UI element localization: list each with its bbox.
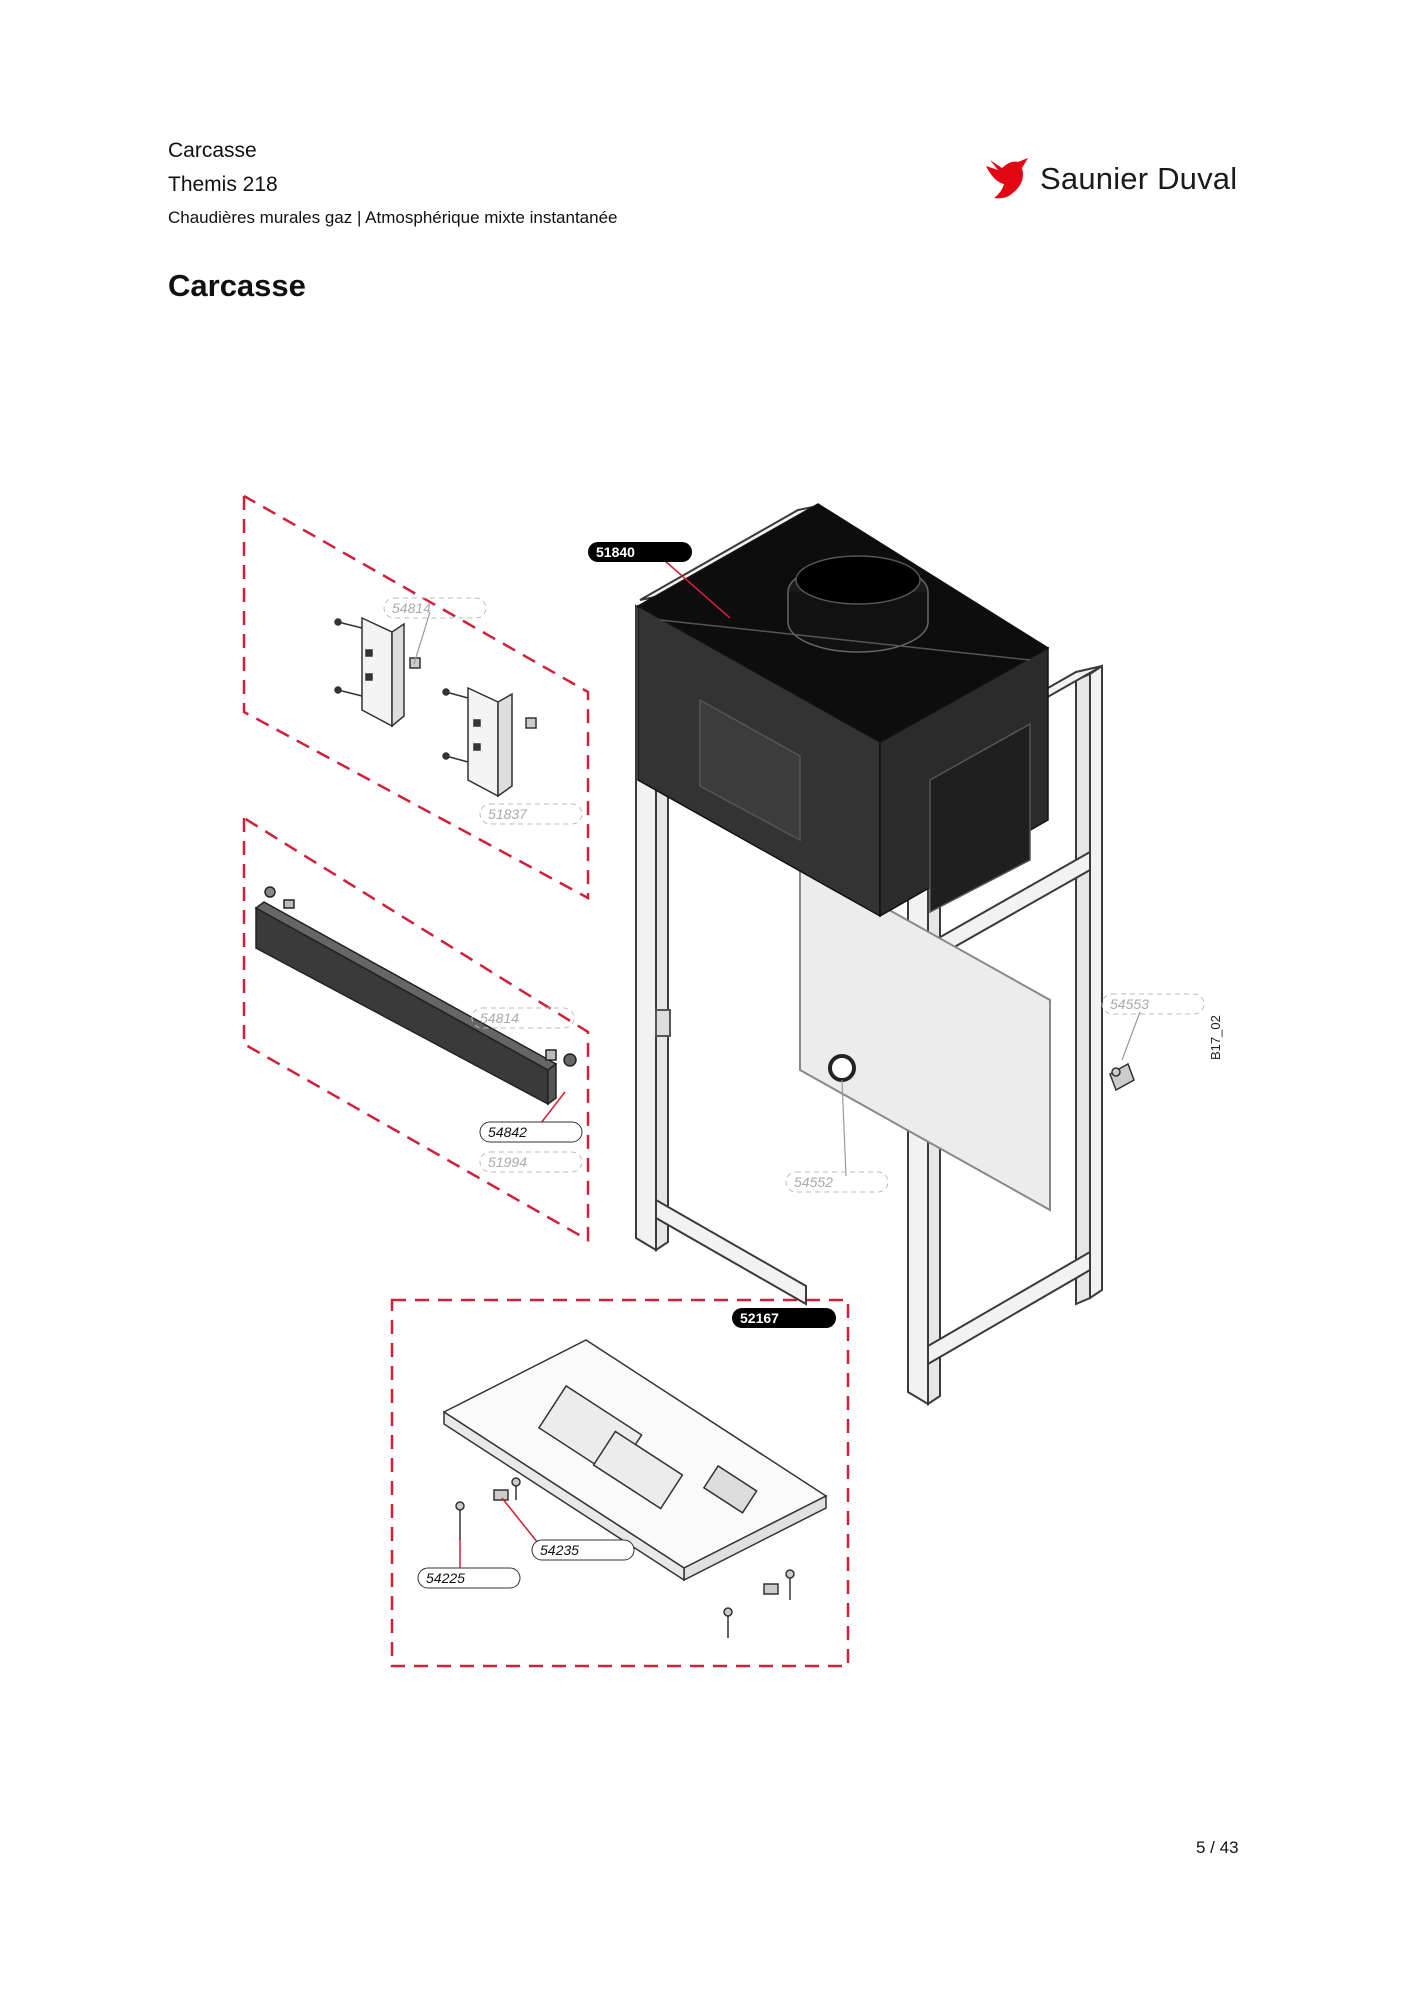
group-box-brackets — [242, 494, 590, 901]
callout-54225: 54225 — [417, 1567, 521, 1589]
draught-hood-part — [636, 503, 1050, 918]
callout-label: 52167 — [740, 1310, 779, 1326]
header-section: Carcasse — [168, 139, 257, 162]
group-box-base-plate — [390, 1298, 850, 1668]
hinge-part — [1109, 1062, 1135, 1092]
callout-51994: 51994 — [479, 1151, 583, 1173]
callout-label: 54814 — [480, 1010, 519, 1026]
callout-52167: 52167 — [732, 1308, 836, 1328]
callout-54814-top: 54814 — [383, 597, 487, 619]
diagram-code: B17_02 — [1208, 1015, 1223, 1060]
leader-lines-grey — [413, 611, 1141, 1177]
callout-label: 51994 — [488, 1154, 527, 1170]
group-box-front-panel — [242, 816, 590, 1243]
callout-label: 51840 — [596, 544, 635, 560]
base-plate-part — [442, 1339, 828, 1582]
callout-label: 54814 — [392, 600, 431, 616]
header-model: Themis 218 — [168, 173, 278, 196]
callout-51840: 51840 — [588, 542, 692, 562]
document-header: Carcasse Themis 218 Chaudières murales g… — [168, 134, 618, 234]
base-plate-screws — [455, 1477, 795, 1638]
callout-54814-mid: 54814 — [471, 1007, 575, 1029]
callout-label: 54842 — [488, 1124, 527, 1140]
brand-name: Saunier Duval — [1040, 161, 1238, 196]
callout-label: 54552 — [794, 1174, 833, 1190]
callout-54553: 54553 — [1101, 993, 1205, 1015]
callout-54552: 54552 — [785, 1171, 889, 1193]
callout-54235: 54235 — [531, 1539, 635, 1561]
callout-label: 54225 — [426, 1570, 465, 1586]
mounting-brackets — [334, 616, 537, 798]
bird-logo-icon — [986, 158, 1028, 199]
callout-label: 54235 — [540, 1542, 579, 1558]
brand-logo: Saunier Duval — [980, 156, 1237, 202]
page-number: 5 / 43 — [1196, 1838, 1239, 1857]
callout-label: 54553 — [1110, 996, 1149, 1012]
header-category: Chaudières murales gaz | Atmosphérique m… — [168, 208, 618, 227]
callout-51837: 51837 — [479, 803, 583, 825]
page-title: Carcasse — [168, 268, 306, 303]
front-panel-part — [254, 886, 577, 1106]
callout-54842: 54842 — [479, 1121, 583, 1143]
callout-label: 51837 — [488, 806, 528, 822]
